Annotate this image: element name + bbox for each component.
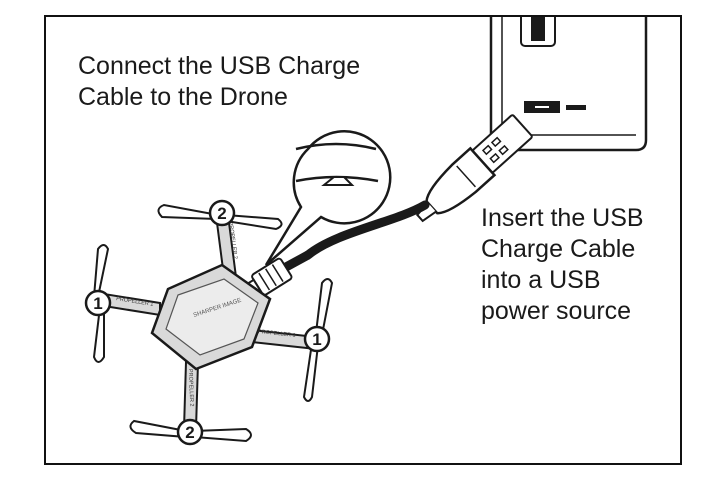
connect-instruction: Connect the USB Charge Cable to the Dron… <box>78 52 361 111</box>
usb-power-source <box>489 17 648 152</box>
propeller-bottom <box>129 419 252 443</box>
drone-charging-diagram: SHARPER IMAGE PROPELLER 2 PROPELLER 1 PR… <box>84 17 648 446</box>
propeller-left <box>92 244 110 363</box>
propeller-number-top: 2 <box>217 204 226 223</box>
usb-charge-cable <box>283 114 533 271</box>
arm-label-top: PROPELLER 2 <box>227 221 238 259</box>
hub-top: 2 <box>208 199 236 227</box>
propeller-number-right: 1 <box>312 330 321 349</box>
propeller-number-left: 1 <box>93 294 102 313</box>
hub-left: 1 <box>84 289 112 317</box>
hub-right: 1 <box>303 325 331 353</box>
arm-label-bottom: PROPELLER 2 <box>187 369 194 407</box>
arm-label-right: PROPELLER 1 <box>258 329 296 339</box>
arm-label-left: PROPELLER 1 <box>116 296 154 308</box>
usb-plug <box>415 114 533 223</box>
propeller-number-bottom: 2 <box>185 423 194 442</box>
hub-bottom: 2 <box>176 418 204 446</box>
propeller-top <box>157 203 283 231</box>
illustration-frame: SHARPER IMAGE PROPELLER 2 PROPELLER 1 PR… <box>44 15 682 465</box>
insert-instruction: Insert the USB Charge Cable into a USB p… <box>481 204 644 325</box>
propeller-right <box>302 278 334 402</box>
charging-port-callout <box>264 130 392 266</box>
charging-port-icon <box>321 176 355 186</box>
drone: SHARPER IMAGE PROPELLER 2 PROPELLER 1 PR… <box>84 199 334 446</box>
